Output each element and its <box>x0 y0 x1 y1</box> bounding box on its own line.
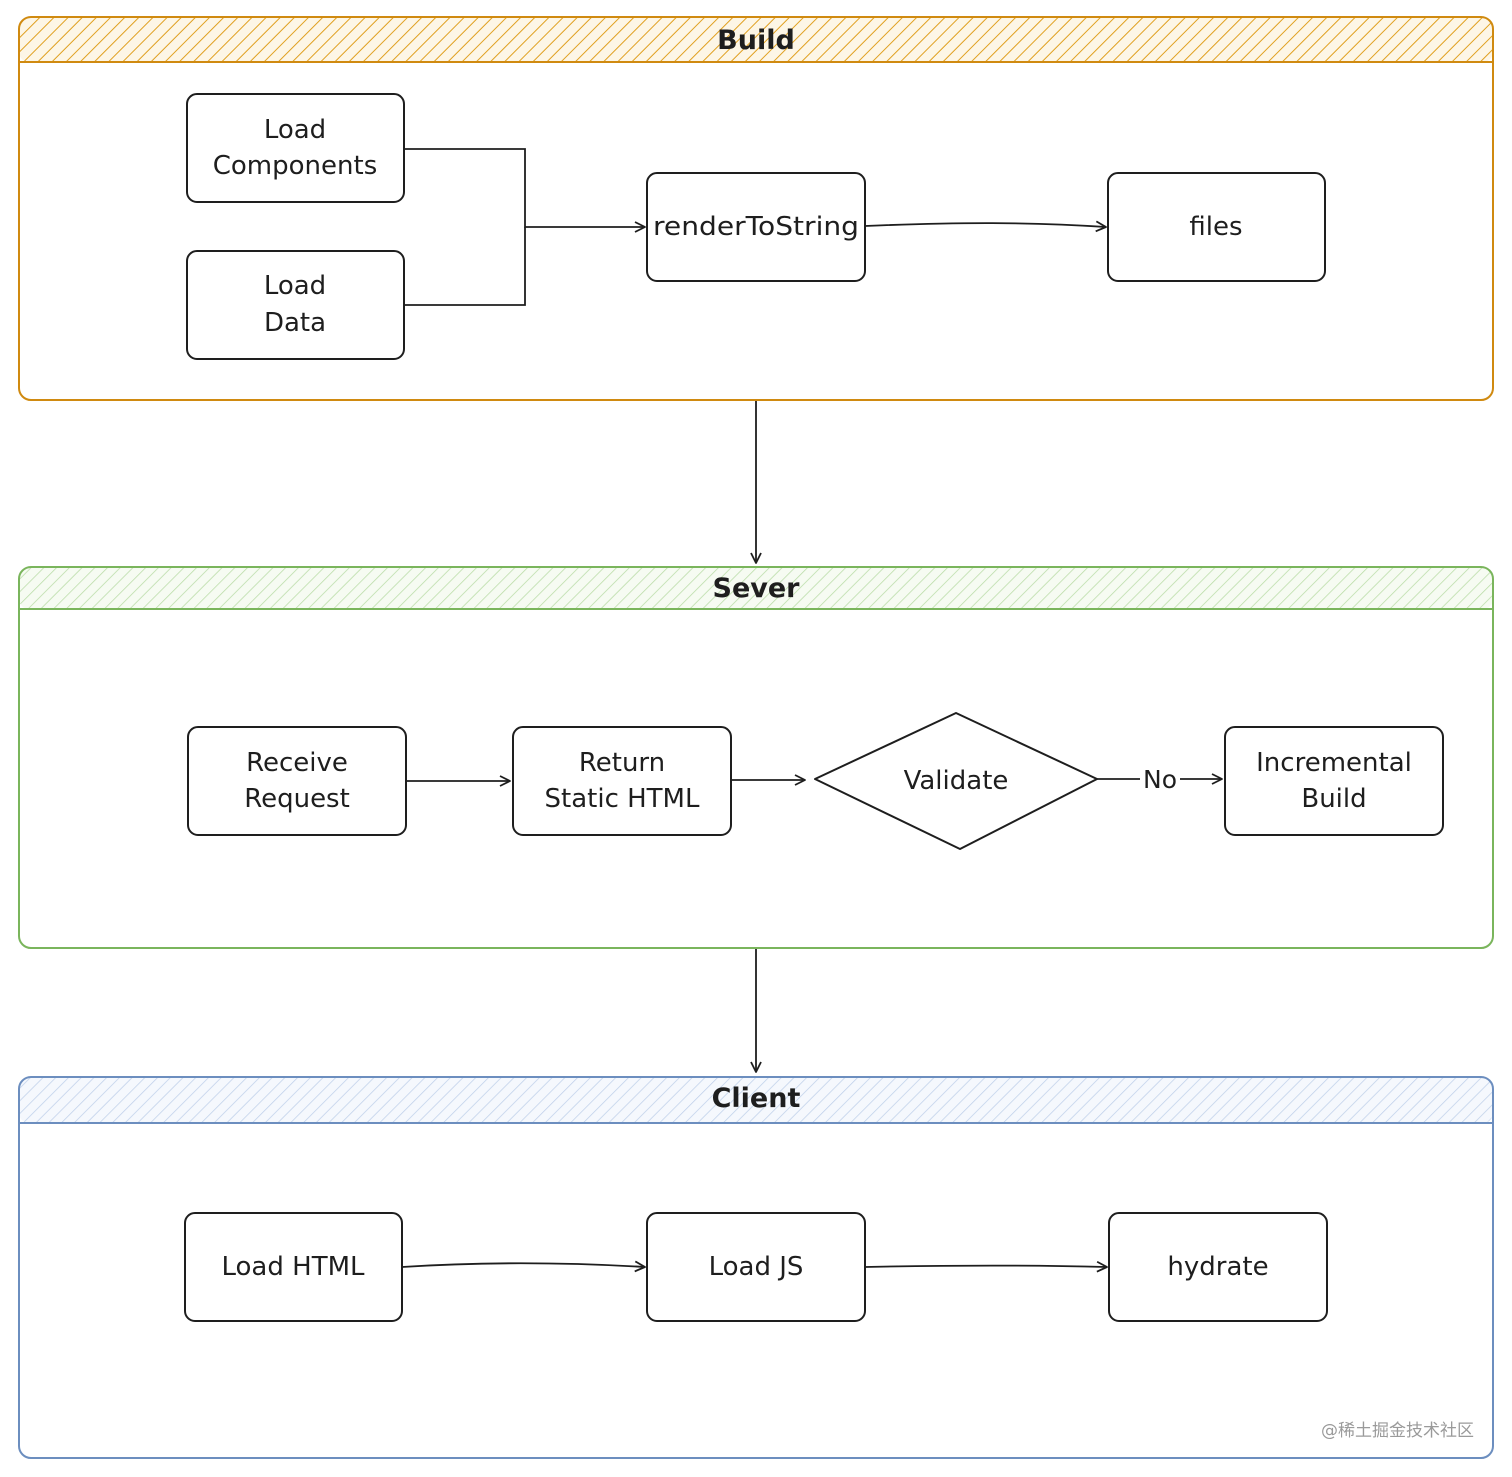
lane-client-border <box>18 1076 1494 1459</box>
edge-render-to-files <box>864 220 1107 233</box>
lane-server-border <box>18 566 1494 949</box>
lane-client-title: Client <box>712 1083 801 1114</box>
node-files: files <box>1107 172 1326 282</box>
node-load-js-label: Load JS <box>709 1252 804 1282</box>
lane-build-border <box>18 16 1494 401</box>
node-incremental-build-line2: Build <box>1301 784 1366 814</box>
lane-server-header <box>19 567 1493 609</box>
node-return-static-html-line2: Static HTML <box>545 784 700 814</box>
node-receive-request-line1: Receive <box>246 748 348 778</box>
node-load-html-label: Load HTML <box>222 1252 366 1282</box>
node-validate: Validate <box>814 712 1098 850</box>
node-load-js: Load JS <box>646 1212 866 1322</box>
node-render-to-string: renderToString <box>646 172 866 282</box>
node-load-html: Load HTML <box>184 1212 403 1322</box>
lane-build-title: Build <box>717 25 795 56</box>
node-hydrate: hydrate <box>1108 1212 1328 1322</box>
node-receive-request-line2: Request <box>244 784 350 814</box>
node-load-components-line2: Components <box>213 151 378 181</box>
node-incremental-build: Incremental Build <box>1224 726 1444 836</box>
node-load-data-line2: Data <box>264 308 326 338</box>
lane-build: Build <box>18 16 1494 401</box>
node-hydrate-label: hydrate <box>1167 1252 1268 1282</box>
lane-build-header <box>19 17 1493 62</box>
edge-load-html-to-load-js <box>401 1260 646 1273</box>
edge-load-components-to-render <box>404 148 646 233</box>
watermark: @稀土掘金技术社区 <box>1321 1421 1474 1441</box>
node-load-components: Load Components <box>186 93 405 203</box>
node-files-label: files <box>1189 212 1242 242</box>
lane-client-header <box>19 1077 1493 1123</box>
node-validate-label: Validate <box>904 766 1009 796</box>
lane-server-title: Sever <box>713 573 801 604</box>
node-incremental-build-line1: Incremental <box>1256 748 1412 778</box>
edge-validate-no-label: No <box>1143 765 1177 794</box>
node-load-components-line1: Load <box>264 115 326 145</box>
lane-client: Client <box>18 1076 1494 1459</box>
lane-server: Sever <box>18 566 1494 949</box>
node-return-static-html-line1: Return <box>579 748 665 778</box>
edge-load-js-to-hydrate <box>864 1260 1108 1273</box>
node-load-data: Load Data <box>186 250 405 360</box>
node-render-to-string-label: renderToString <box>653 212 859 242</box>
node-return-static-html: Return Static HTML <box>512 726 732 836</box>
node-load-data-line1: Load <box>264 271 326 301</box>
node-receive-request: Receive Request <box>187 726 407 836</box>
edge-load-data-to-render <box>404 227 526 306</box>
